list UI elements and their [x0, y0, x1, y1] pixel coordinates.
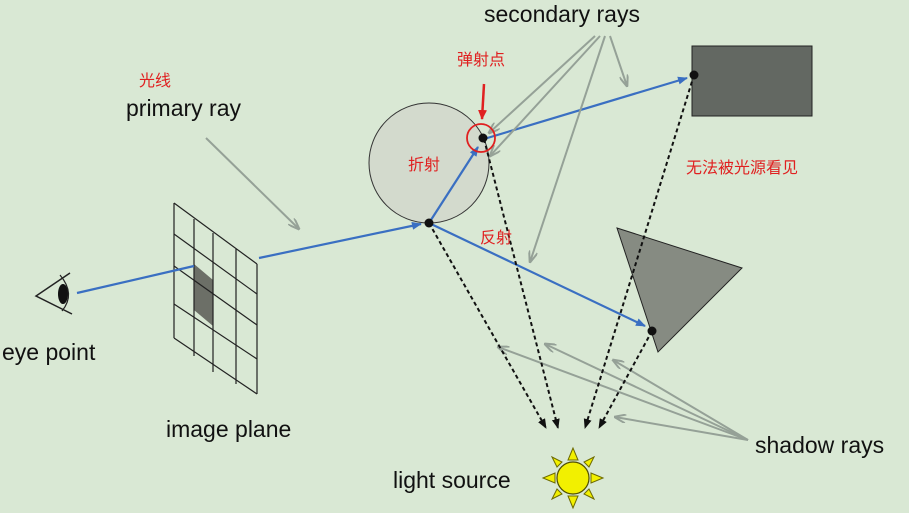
rectangle-hit-point: [689, 70, 699, 80]
intersection-points: [424, 70, 699, 336]
shadow-ray-lines: [428, 74, 695, 429]
shadow-pointer-1: [498, 347, 749, 441]
primary-ray: [258, 221, 422, 260]
eye-to-plane-ray: [76, 264, 195, 295]
primary-ray-cn-label: 光线: [139, 71, 171, 90]
highlighted-pixel: [194, 264, 213, 326]
eye-point-label: eye point: [2, 339, 96, 365]
shadow-ray-bounce: [483, 138, 560, 429]
shadow-pointer-4: [615, 417, 749, 441]
primary-ray-label: primary ray: [126, 95, 242, 121]
triangle-object: [616, 227, 743, 353]
sphere-hit-point: [424, 218, 434, 228]
reflection-cn-label: 反射: [480, 228, 512, 247]
secondary-pointer-3: [530, 35, 606, 262]
shadow-rays-label: shadow rays: [755, 432, 884, 458]
bounce-point-circle: [466, 123, 496, 153]
primary-ray-pointer: [205, 137, 299, 229]
ray-to-rectangle: [483, 76, 688, 141]
reflection-ray: [428, 222, 646, 327]
not-visible-cn-label: 无法被光源看见: [686, 158, 798, 177]
bounce-point-cn-label: 弹射点: [457, 50, 505, 69]
image-plane-label: image plane: [166, 416, 291, 442]
triangle-hit-point: [647, 326, 657, 336]
primary-and-bounce-rays: [76, 76, 688, 327]
secondary-pointer-1: [489, 35, 596, 133]
pointer-arrows: [205, 35, 749, 441]
rectangle-object: [691, 45, 813, 117]
refraction-ray: [428, 146, 479, 224]
image-plane-grid: [173, 202, 258, 395]
shadow-ray-refraction: [428, 222, 547, 429]
shadow-pointer-2: [545, 344, 749, 441]
secondary-pointer-4: [609, 35, 627, 86]
secondary-pointer-2: [490, 35, 601, 156]
shadow-ray-rectangle: [583, 74, 695, 429]
light-source-label: light source: [393, 467, 511, 493]
bounce-hit-point: [478, 133, 488, 143]
bounce-point-arrow: [478, 83, 488, 120]
refraction-cn-label: 折射: [408, 155, 440, 174]
shadow-ray-triangle: [598, 330, 653, 429]
sun-icon: [541, 446, 605, 510]
shadow-pointer-3: [613, 360, 749, 441]
secondary-rays-label: secondary rays: [484, 1, 640, 27]
eye-icon: [34, 272, 73, 315]
